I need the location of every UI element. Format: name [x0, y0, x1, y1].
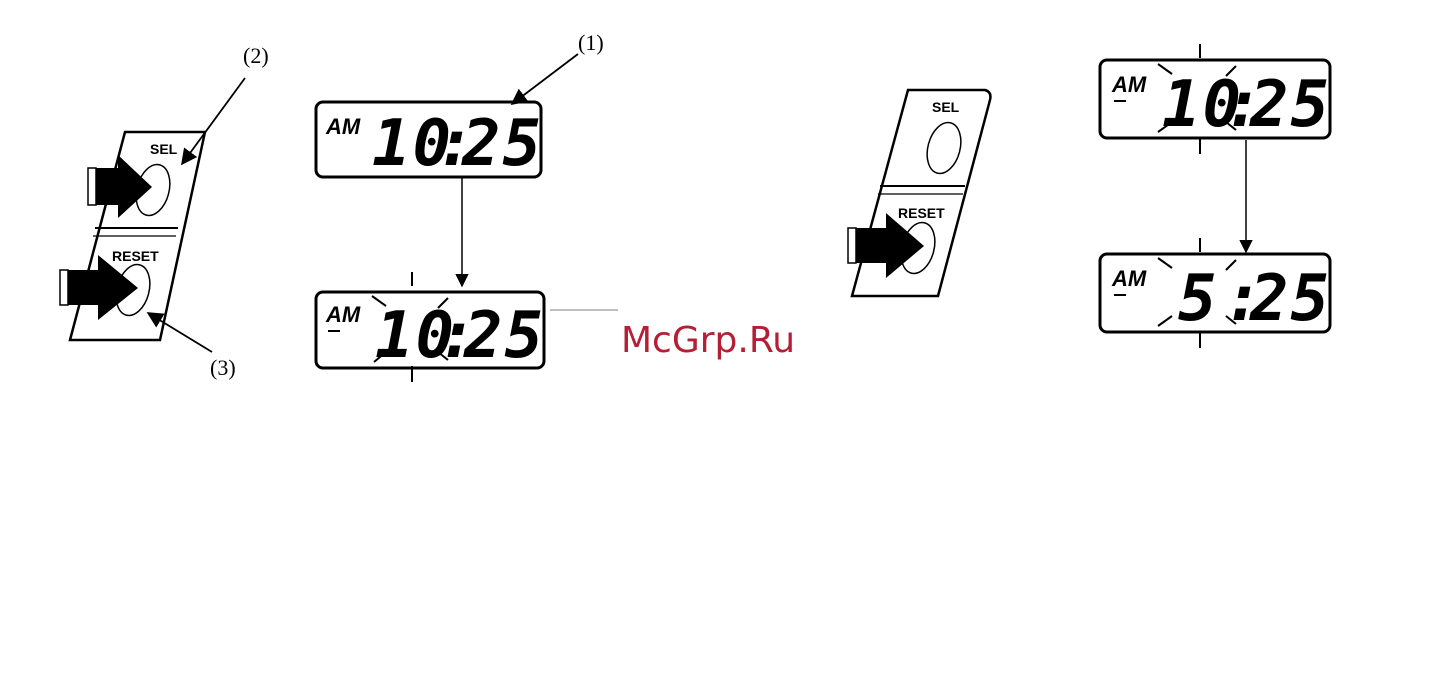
minutes-digits: 25 [1249, 68, 1331, 142]
reset-button-label: RESET [112, 248, 159, 264]
minutes-digits: 25 [461, 107, 543, 181]
meridiem-label: AM [325, 114, 361, 139]
sel-button-label: SEL [932, 99, 960, 115]
callout-label-2: (2) [243, 43, 269, 68]
callout-arrow-icon [512, 54, 578, 104]
meridiem-label: AM [1111, 72, 1147, 97]
watermark-text: McGrp.Ru [621, 320, 795, 361]
callout-label-3: (3) [210, 355, 236, 380]
meridiem-label: AM [1111, 266, 1147, 291]
hours-digits: 5 [1178, 262, 1219, 336]
lcd-display-3: AM 10 : 25 [1100, 44, 1331, 154]
reset-button-label: RESET [898, 205, 945, 221]
button-panel-right: SEL RESET [848, 90, 990, 296]
minutes-digits: 25 [1249, 262, 1331, 336]
minutes-digits: 25 [463, 299, 545, 373]
meridiem-label: AM [325, 302, 361, 327]
lcd-display-4: AM 5 : 25 [1100, 238, 1331, 348]
callout-label-1: (1) [578, 30, 604, 55]
sel-button-label: SEL [150, 141, 178, 157]
callout-arrow-icon [182, 78, 245, 164]
lcd-display-2: AM 10 : 25 [316, 272, 545, 382]
lcd-display-1: AM 10 : 25 [316, 102, 543, 181]
